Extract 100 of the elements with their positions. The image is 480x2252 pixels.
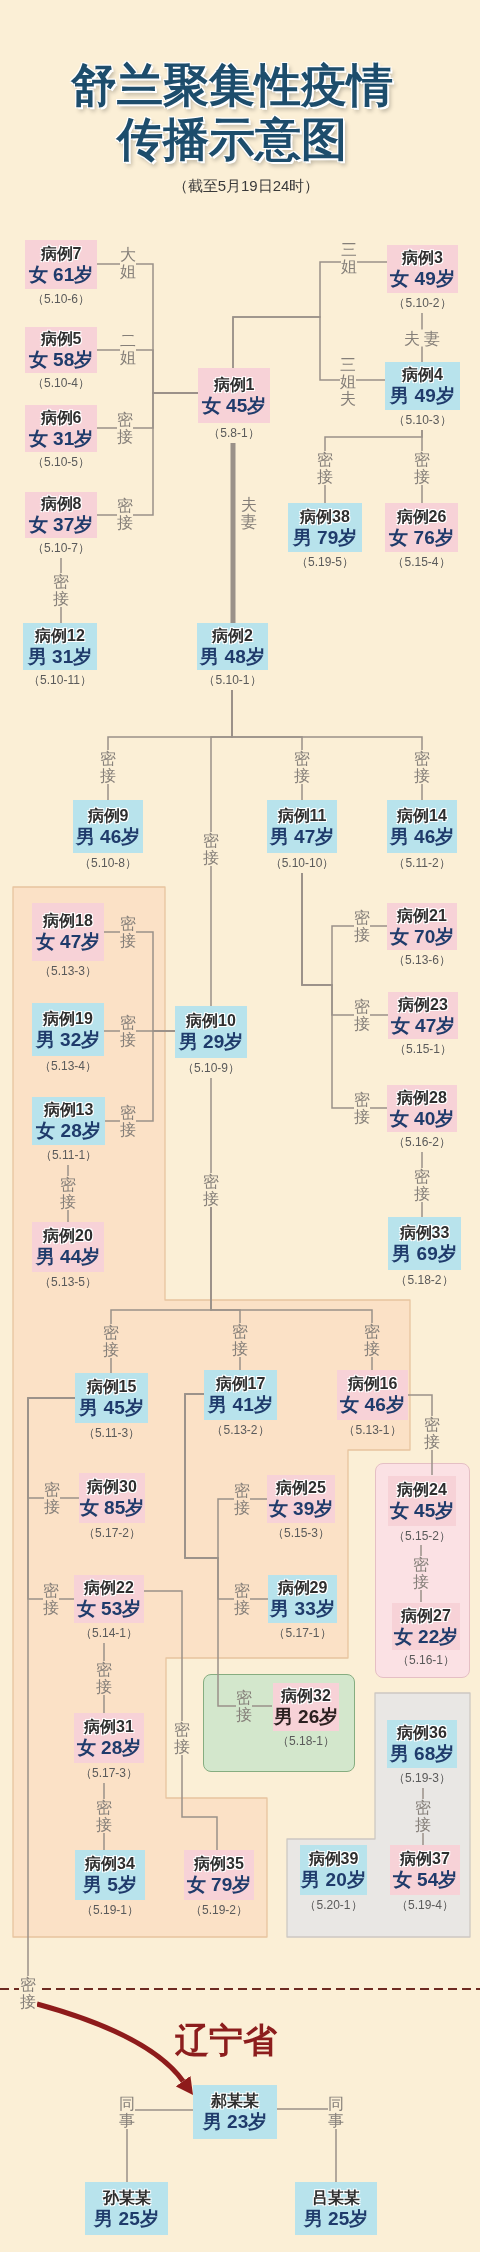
report-date: （5.13-4）: [39, 1058, 97, 1074]
edge-label: 密接: [43, 1582, 59, 1616]
report-date: （5.10-6）: [32, 291, 90, 307]
edge-label: 密接: [354, 1091, 370, 1125]
edge-label: 密接: [174, 1721, 190, 1755]
case-title: 病例35: [194, 1854, 244, 1873]
case-title: 病例34: [85, 1854, 135, 1873]
case-title: 病例18: [43, 911, 93, 930]
case-title: 病例15: [86, 1377, 137, 1396]
case-title: 病例13: [43, 1100, 94, 1119]
edge-label: 密接: [103, 1324, 119, 1358]
case-title: 郝某某: [211, 2091, 259, 2110]
case-title: 病例4: [402, 365, 443, 384]
case-title: 病例28: [397, 1087, 447, 1107]
case-detail: 女 45岁: [389, 1499, 455, 1522]
case-title: 病例19: [43, 1008, 93, 1028]
case-title: 病例20: [43, 1226, 93, 1245]
case-title: 病例12: [35, 625, 85, 645]
region-label: 辽宁省: [175, 2021, 277, 2059]
report-date: （5.10-8）: [79, 855, 137, 871]
case-title: 病例24: [397, 1480, 447, 1499]
case-detail: 女 76岁: [389, 525, 454, 549]
connector: [104, 1030, 176, 1122]
case-detail: 女 61岁: [28, 262, 94, 286]
edge-label: 密接: [317, 451, 333, 485]
report-date: （5.10-7）: [32, 540, 90, 556]
case-detail: 女 70岁: [389, 924, 455, 948]
edge-label: 密接: [53, 573, 69, 607]
case-detail: 男 46岁: [389, 824, 455, 848]
edge-label: 密接: [120, 1104, 136, 1138]
edge-label: 密接: [117, 411, 133, 445]
case-title: 病例8: [40, 494, 82, 513]
case-detail: 女 47岁: [35, 930, 101, 953]
edge-label: 密接: [294, 750, 310, 784]
report-date: （5.11-1）: [39, 1147, 98, 1163]
case-detail: 女 37岁: [28, 513, 94, 536]
edge-label: 同事: [119, 2095, 135, 2129]
report-date: （5.13-1）: [343, 1422, 402, 1438]
case-detail: 男 48岁: [200, 644, 265, 668]
case-title: 病例25: [276, 1478, 326, 1497]
connector: [184, 1393, 273, 1707]
case-title: 病例26: [396, 506, 447, 526]
case-title: 病例21: [397, 905, 447, 925]
case-detail: 男 41岁: [208, 1393, 273, 1416]
edge-label: 密接: [120, 1014, 136, 1048]
case-title: 病例5: [40, 329, 82, 348]
report-date: （5.17-3）: [80, 1765, 138, 1781]
edge-label: 密接: [96, 1799, 112, 1833]
connector: [231, 689, 423, 801]
edge-label: 密接: [354, 998, 370, 1032]
case-title: 孙某某: [102, 2187, 151, 2207]
report-date: （5.19-2）: [190, 1902, 248, 1918]
edge-label: 三姐: [341, 241, 357, 275]
connector: [96, 392, 199, 516]
case-detail: 男 5岁: [83, 1873, 137, 1896]
edge-label: 三姐夫: [340, 355, 356, 407]
case-detail: 女 39岁: [268, 1497, 334, 1520]
edge-label: 密接: [413, 1556, 429, 1590]
date-note: （截至5月19日24时）: [172, 177, 320, 195]
case-detail: 女 79岁: [186, 1873, 252, 1896]
case-detail: 女 40岁: [389, 1106, 455, 1130]
report-date: （5.20-1）: [304, 1897, 363, 1913]
edge-label: 密接: [44, 1481, 60, 1515]
report-date: （5.10-11）: [28, 672, 92, 688]
relation-label: 密接: [19, 1976, 37, 2010]
report-date: （5.13-3）: [39, 963, 97, 979]
case-detail: 男 20岁: [301, 1868, 366, 1891]
arrow: [36, 2001, 194, 2095]
edge-label: 密接: [354, 909, 370, 943]
edge-label: 密接: [414, 451, 430, 485]
case-title: 病例22: [84, 1578, 134, 1597]
case-detail: 女 31岁: [28, 426, 94, 450]
case-title: 病例29: [277, 1578, 328, 1597]
report-date: （5.18-2）: [395, 1272, 454, 1288]
report-date: （5.14-1）: [80, 1625, 138, 1641]
report-date: （5.18-1）: [277, 1733, 335, 1749]
case-title: 病例6: [40, 407, 82, 427]
case-detail: 女 22岁: [393, 1624, 459, 1648]
case-title: 病例33: [399, 1222, 450, 1242]
connector: [232, 316, 386, 381]
edge-label: 密接: [234, 1582, 250, 1616]
case-detail: 女 45岁: [201, 393, 267, 417]
edge-label: 夫妻: [241, 496, 257, 530]
case-detail: 男 29岁: [178, 1030, 244, 1053]
edge-label: 密接: [424, 1416, 440, 1450]
case-title: 病例38: [300, 506, 350, 526]
case-title: 病例31: [84, 1717, 134, 1736]
report-date: （5.13-5）: [39, 1274, 97, 1290]
case-detail: 男 33岁: [270, 1597, 335, 1620]
case-detail: 男 31岁: [27, 644, 93, 668]
case-detail: 女 53岁: [76, 1597, 142, 1620]
edge-label: 密接: [96, 1661, 112, 1695]
edge-label: 大姐: [120, 246, 136, 280]
report-date: （5.19-3）: [393, 1770, 451, 1786]
report-date: （5.10-1）: [203, 672, 262, 688]
case-title: 病例1: [213, 374, 255, 394]
edge-label: 密接: [415, 1799, 431, 1833]
report-date: （5.13-6）: [393, 952, 451, 968]
case-detail: 男 25岁: [94, 2206, 159, 2230]
case-title: 吕某某: [312, 2187, 360, 2207]
